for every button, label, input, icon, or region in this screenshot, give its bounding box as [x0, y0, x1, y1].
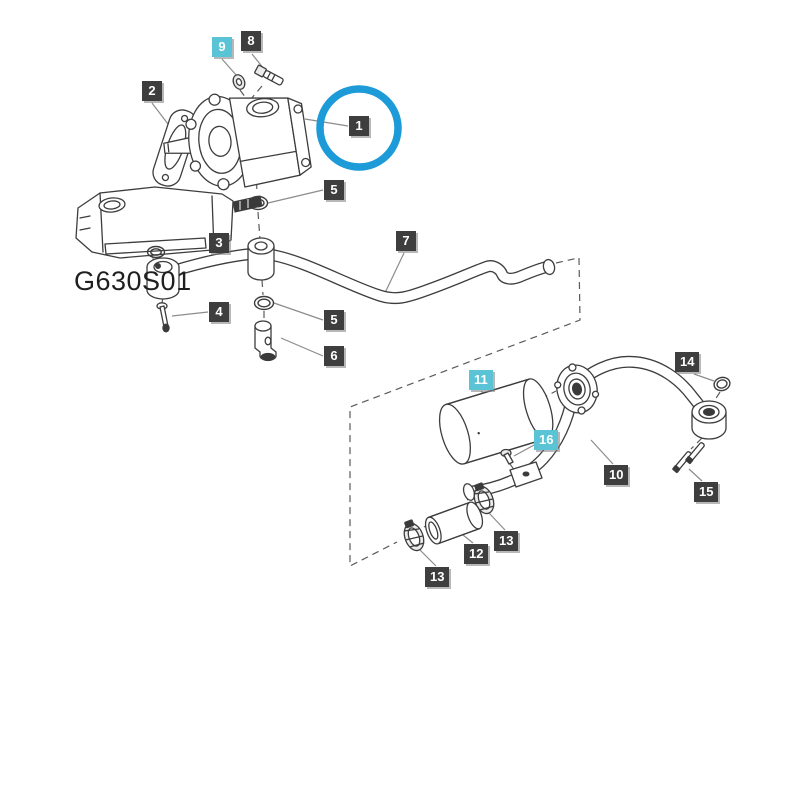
callout-4: 4: [209, 302, 229, 322]
part-screw-16: [500, 448, 514, 465]
callout-14: 14: [675, 352, 700, 372]
part-bolt-4: [156, 302, 170, 333]
part-oring-lower: [253, 295, 275, 311]
callout-10: 10: [604, 465, 629, 485]
callout-13: 13: [494, 531, 519, 551]
callout-16: 16: [534, 430, 559, 450]
callout-15: 15: [694, 482, 719, 502]
callout-5: 5: [324, 180, 344, 200]
part-clamp-front: [403, 519, 425, 552]
part-oring-14: [713, 376, 731, 392]
callout-13: 13: [425, 567, 450, 587]
callout-1: 1: [349, 116, 369, 136]
highlight-circle: [316, 85, 402, 171]
part-connector-tube: [424, 501, 484, 545]
callout-2: 2: [142, 81, 162, 101]
part-rubber-mount: [691, 400, 727, 440]
callout-5: 5: [324, 310, 344, 330]
part-bolt: [254, 64, 284, 86]
callout-12: 12: [464, 544, 489, 564]
part-flange: [554, 363, 600, 415]
part-pipe-assembly: [146, 237, 556, 305]
part-main-pump: [163, 93, 312, 191]
leader-lines: [149, 53, 715, 567]
model-label: G630S01: [74, 266, 192, 296]
callout-3: 3: [209, 233, 229, 253]
part-oring-3: [146, 245, 166, 259]
callout-9: 9: [212, 37, 232, 57]
callout-11: 11: [469, 370, 493, 390]
callout-8: 8: [241, 31, 261, 51]
part-fitting-6: [254, 320, 277, 362]
part-studs: [672, 442, 705, 473]
part-clamp-rear: [473, 482, 495, 515]
part-washer: [232, 74, 246, 90]
callout-6: 6: [324, 346, 344, 366]
part-left-pump: [75, 186, 263, 259]
callout-7: 7: [396, 231, 416, 251]
